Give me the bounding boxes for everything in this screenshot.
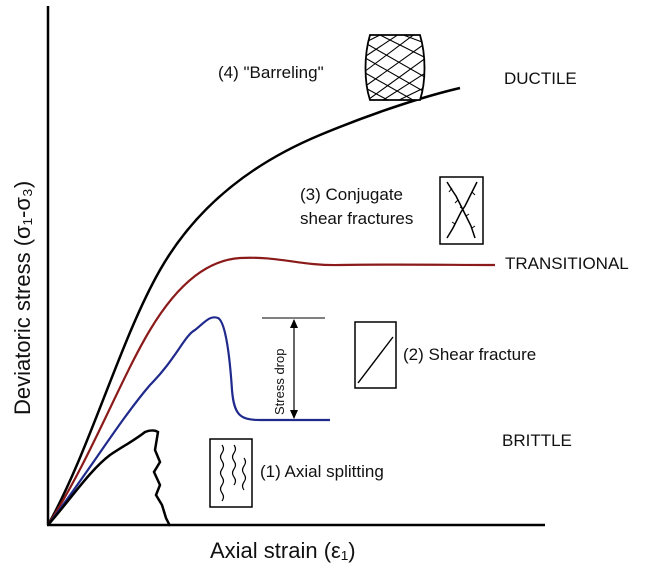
stress-drop-arrowhead-top: [290, 319, 298, 328]
shear-fracture-curve: [47, 316, 330, 526]
axial-splitting-specimen-icon: [209, 438, 253, 508]
conjugate-label-line2: shear fractures: [300, 209, 413, 228]
barreling-label: (4) "Barreling": [218, 63, 324, 82]
axial-splitting-label: (1) Axial splitting: [260, 462, 384, 481]
transitional-curve: [47, 256, 496, 526]
stress-drop-label: Stress drop: [272, 349, 287, 415]
stress-drop-arrowhead-bottom: [290, 410, 298, 419]
axial-splitting-curve: [47, 429, 172, 527]
regime-brittle-label: BRITTLE: [502, 431, 572, 450]
y-axis-label: Deviatoric stress (σ₁-σ₃): [10, 181, 35, 415]
conjugate-label-line1: (3) Conjugate: [300, 185, 403, 204]
shear-fracture-label: (2) Shear fracture: [403, 345, 536, 364]
regime-ductile-label: DUCTILE: [504, 69, 577, 88]
conjugate-shear-specimen-icon: [439, 176, 484, 245]
ductile-curve: [46, 86, 461, 526]
barreling-specimen-icon: [364, 34, 426, 101]
regime-transitional-label: TRANSITIONAL: [505, 254, 629, 273]
shear-fracture-specimen-icon: [354, 321, 397, 389]
x-axis-label: Axial strain (ε₁): [210, 538, 356, 563]
